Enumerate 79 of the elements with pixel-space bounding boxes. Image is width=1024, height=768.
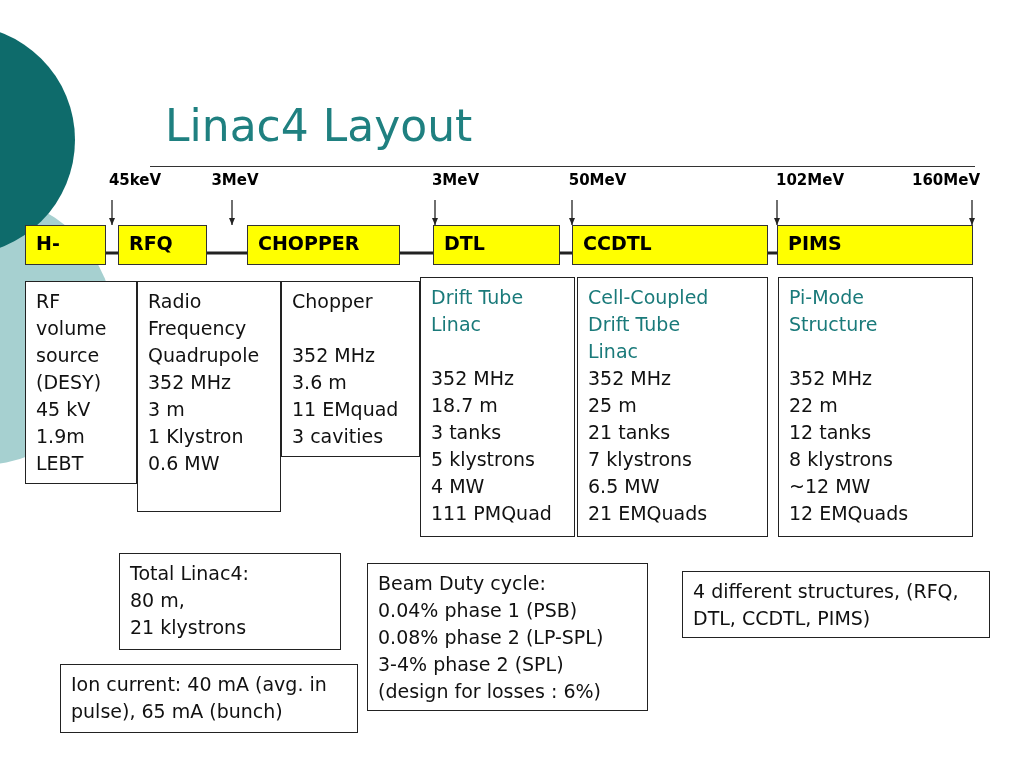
beamline-connector	[207, 251, 247, 255]
box-heading: Beam Duty cycle:	[378, 571, 547, 596]
box-heading: Ion current: 40 mA (avg. in pulse), 65 mA (bunch)	[71, 672, 328, 724]
spec-line: 22 m	[789, 393, 839, 418]
energy-label: 102MeV	[765, 171, 855, 190]
box-heading: 4 different structures, (RFQ, DTL, CCDTL, PIMS)	[693, 579, 960, 631]
beamline-section-box: DTL	[433, 225, 560, 265]
spec-line: 6.5 MW	[588, 474, 661, 499]
box-heading: Chopper	[292, 289, 374, 314]
spec-line: LEBT	[36, 451, 85, 476]
spec-line: 1.9m	[36, 424, 86, 449]
box-heading: Pi-Mode Structure	[789, 285, 879, 337]
info-box	[25, 281, 137, 484]
energy-arrow	[569, 199, 575, 226]
box-heading: RF volume source (DESY)	[36, 289, 108, 395]
info-box	[119, 553, 341, 650]
box-heading: Drift Tube Linac	[431, 285, 525, 337]
energy-label: 50MeV	[560, 171, 635, 190]
beamline-section-box: H-	[25, 225, 106, 265]
energy-label: 45keV	[100, 171, 170, 190]
box-heading: Radio Frequency Quadrupole	[148, 289, 261, 368]
energy-label: 3MeV	[423, 171, 488, 190]
spec-line: 352 MHz	[588, 366, 672, 391]
spec-line: 11 EMquad	[292, 397, 400, 422]
energy-arrow	[109, 199, 115, 226]
spec-line: 3 cavities	[292, 424, 385, 449]
spec-line: 352 MHz	[148, 370, 232, 395]
spec-line: 0.04% phase 1 (PSB)	[378, 598, 579, 623]
info-box	[682, 571, 990, 638]
energy-arrow	[774, 199, 780, 226]
info-box	[778, 277, 973, 537]
slide-title: Linac4 Layout	[165, 100, 473, 151]
spec-line: 3 tanks	[431, 420, 503, 445]
box-heading: Total Linac4:	[130, 561, 250, 586]
spec-line: 352 MHz	[789, 366, 873, 391]
spec-line: 8 klystrons	[789, 447, 894, 472]
energy-label: 160MeV	[903, 171, 989, 190]
beamline-connector	[106, 251, 118, 255]
beamline-connector	[768, 251, 777, 255]
info-box	[577, 277, 768, 537]
spec-line: 4 MW	[431, 474, 486, 499]
spec-line: 18.7 m	[431, 393, 499, 418]
spec-line: 0.6 MW	[148, 451, 221, 476]
spec-line: 3.6 m	[292, 370, 348, 395]
spec-line: ~12 MW	[789, 474, 872, 499]
energy-arrow	[229, 199, 235, 226]
energy-arrow	[432, 199, 438, 226]
spec-line: 352 MHz	[431, 366, 515, 391]
spec-line: 7 klystrons	[588, 447, 693, 472]
beamline-section-box: PIMS	[777, 225, 973, 265]
spec-line: 0.08% phase 2 (LP-SPL)	[378, 625, 605, 650]
spec-line: 5 klystrons	[431, 447, 536, 472]
beamline-connector	[560, 251, 572, 255]
spec-line: 25 m	[588, 393, 638, 418]
spec-line: 45 kV	[36, 397, 92, 422]
spec-line: 352 MHz	[292, 343, 376, 368]
beamline-section-box: CHOPPER	[247, 225, 400, 265]
info-box	[60, 664, 358, 733]
spec-line: 21 tanks	[588, 420, 672, 445]
beamline-section-box: RFQ	[118, 225, 207, 265]
info-box	[420, 277, 575, 537]
spec-line: 12 tanks	[789, 420, 873, 445]
box-heading: Cell-Coupled Drift Tube Linac	[588, 285, 710, 364]
spec-line: 111 PMQuad	[431, 501, 553, 526]
spec-line: 3-4% phase 2 (SPL)	[378, 652, 565, 677]
spec-line: 3 m	[148, 397, 186, 422]
info-box	[281, 281, 420, 457]
energy-arrow	[969, 199, 975, 226]
beamline-section-box: CCDTL	[572, 225, 768, 265]
info-box	[367, 563, 648, 711]
spec-line: (design for losses : 6%)	[378, 679, 602, 704]
spec-line: 21 klystrons	[130, 615, 248, 640]
spec-line: 1 Klystron	[148, 424, 245, 449]
spec-line: 80 m,	[130, 588, 186, 613]
spec-line: 12 EMQuads	[789, 501, 910, 526]
spec-line: 21 EMQuads	[588, 501, 709, 526]
energy-label: 3MeV	[205, 171, 265, 190]
info-box	[137, 281, 281, 512]
beamline-connector	[400, 251, 433, 255]
